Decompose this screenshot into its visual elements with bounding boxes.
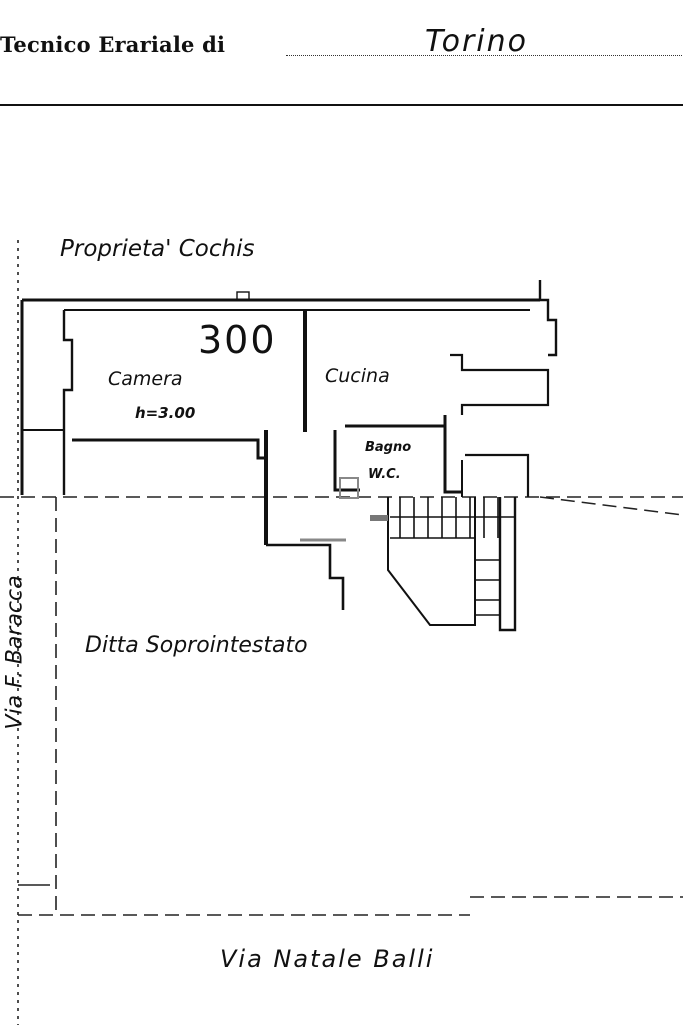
wall-camera-south <box>72 438 268 545</box>
stairwell <box>339 477 517 632</box>
street-south-label: Via Natale Balli <box>220 945 435 973</box>
wall-east-outer <box>538 280 558 357</box>
wall-east-lower <box>465 453 530 497</box>
street-west-label: Via F. Baracca <box>2 575 28 730</box>
site-boundaries <box>0 240 683 1025</box>
wall-west-inner <box>62 310 74 495</box>
courtyard-owner-label: Ditta Soprointestato <box>85 633 308 658</box>
stair-outer <box>498 497 517 632</box>
office-label: Tecnico Erariale di <box>0 32 226 57</box>
room-cucina-label: Cucina <box>325 365 390 387</box>
room-camera-label: Camera <box>108 368 183 390</box>
office-row: Tecnico Erariale di Torino <box>0 24 683 64</box>
header-rule <box>0 104 683 106</box>
room-bagno-note: W.C. <box>368 467 401 482</box>
office-city: Torino <box>425 24 529 59</box>
landing-gray <box>370 515 388 521</box>
wall-bagno-east <box>443 415 462 494</box>
dotted-fill-line <box>286 54 683 56</box>
wall-cucina-east <box>450 353 550 415</box>
chimney-stub <box>236 291 250 301</box>
building-walls <box>20 280 558 610</box>
stair-outline <box>387 497 476 626</box>
wall-corridor <box>266 543 345 610</box>
door-gray <box>339 477 359 499</box>
stair-treads <box>390 497 515 616</box>
neighbor-north-label: Proprieta' Cochis <box>60 236 255 262</box>
sheet-header: Tecnico Erariale di Torino <box>0 0 683 110</box>
wall-bagno <box>333 430 360 492</box>
room-bagno-label: Bagno <box>365 440 412 455</box>
room-camera-height: h=3.00 <box>135 404 196 422</box>
east-fence <box>539 496 683 516</box>
room-number-label: 300 <box>198 318 277 362</box>
